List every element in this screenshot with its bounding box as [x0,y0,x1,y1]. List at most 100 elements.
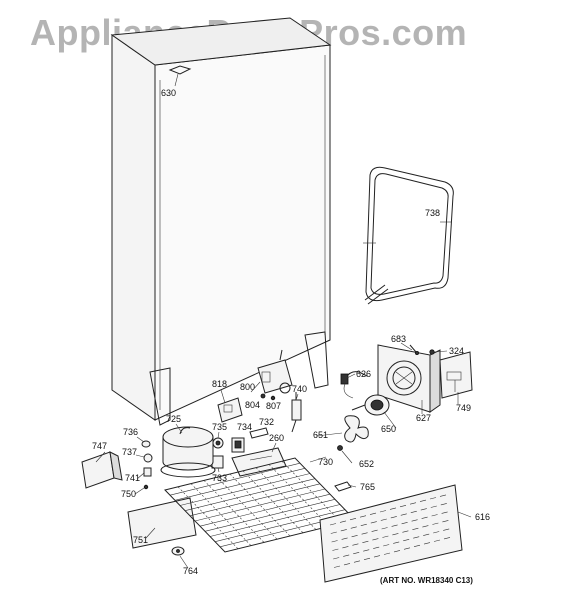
grille-slot [332,548,339,551]
grille-slot [421,516,428,519]
grille-slot [342,546,349,549]
coil-tube [174,468,306,501]
callout-764: 764 [183,566,198,576]
grille-slot [422,525,429,528]
grille-slot [351,535,358,538]
grille-slot [429,497,437,500]
art-number-label: (ART NO. WR18340 C13) [380,576,473,585]
coil-tube [199,493,331,527]
grille-slot [363,557,371,560]
grille-slot [352,543,359,546]
callout-733: 733 [212,473,227,483]
grille-slot [393,541,400,544]
grille-slot [383,544,390,547]
grille-slot [340,529,347,532]
callout-626: 626 [356,369,371,379]
callout-650: 650 [381,424,396,434]
grille-slot [413,536,420,539]
callout-740: 740 [292,384,307,394]
grille-slot [431,514,438,517]
grille-slot [432,522,439,525]
grille-slot [409,502,417,505]
grille-slot [373,555,381,558]
callout-324: 324 [449,346,464,356]
grille-slot [433,539,441,542]
grille-slot [343,554,350,557]
coil-tube [189,483,321,517]
grille-slot [330,531,337,534]
part-736-grommet [141,440,151,448]
part-764-clip [171,546,185,556]
part-626-harness [340,371,368,399]
callout-807: 807 [266,401,281,411]
grille-slot [401,522,408,525]
callout-260: 260 [269,433,284,443]
part-725-compressor [160,426,216,478]
grille-slot [343,563,351,566]
part-683-screw [409,344,419,355]
coil-tube [214,509,346,542]
grille-slot [389,507,397,510]
grille-slot [430,505,437,508]
callout-725: 725 [166,414,181,424]
grille-slot [341,537,348,540]
part-650-fan-motor [351,394,390,416]
grille-slot [442,520,449,523]
grille-slot [413,544,421,547]
grille-slot [331,540,338,543]
part-324-screw [429,349,435,355]
grille-slot [443,537,451,540]
grille-slot [412,527,419,530]
coil-tube [194,488,326,522]
callout-736: 736 [123,427,138,437]
part-734-capacitor [231,437,245,453]
grille-slot [382,535,389,538]
callout-738: 738 [425,208,440,218]
grille-slot [339,520,347,523]
grille-slot [400,513,407,516]
callout-651: 651 [313,430,328,440]
grille-slot [372,538,379,541]
callout-749: 749 [456,403,471,413]
part-630-clip [168,65,192,87]
part-765-bracket [334,481,352,492]
part-741-sleeve [143,467,152,477]
grille-slot [391,524,398,527]
callout-741: 741 [125,473,140,483]
grille-slot [349,518,357,521]
callout-751: 751 [133,535,148,545]
grille-slot [402,530,409,533]
part-738-gasket [363,166,454,305]
grille-slot [350,526,357,529]
grille-slot [359,515,367,518]
grille-slot [443,528,450,531]
part-750-clip [143,484,149,490]
part-733-relay [211,455,224,469]
grille-slot [361,532,368,535]
part-616-access-panel [319,484,463,583]
callout-732: 732 [259,417,274,427]
grille-slot [420,508,427,511]
grille-slot [390,516,397,519]
part-740-thermostat [291,392,302,433]
part-732-clip [249,427,269,439]
coil-tube [169,462,301,496]
part-751-base-pan [127,497,197,549]
leader-lines [95,342,472,569]
callout-734: 734 [237,422,252,432]
part-804-screw [260,393,266,399]
part-749-control-board [439,351,473,399]
grille-slot [373,546,380,549]
grille-slot [363,549,370,552]
grille-slot [433,531,440,534]
grille-slot [383,552,391,555]
part-800-valve [257,349,293,394]
grille-slot [379,510,387,513]
grille-slot [439,494,447,497]
grille-slot [360,523,367,526]
callout-765: 765 [360,482,375,492]
grille-slot [410,510,417,513]
grille-slot [362,540,369,543]
callout-800: 800 [240,382,255,392]
